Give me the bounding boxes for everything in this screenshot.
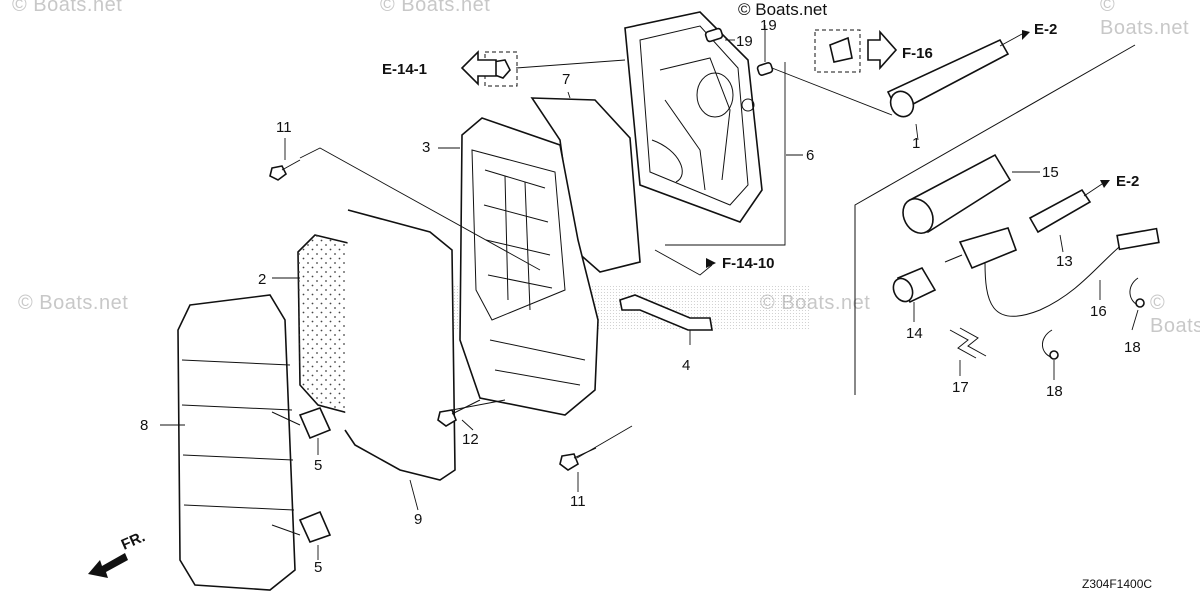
front-direction-arrow bbox=[88, 553, 128, 578]
part-grommet-19-a bbox=[704, 27, 724, 43]
part-clip-upper bbox=[298, 407, 332, 440]
callout-8: 8 bbox=[140, 417, 148, 434]
callout-11-lower: 11 bbox=[570, 493, 586, 510]
callout-6: 6 bbox=[806, 147, 814, 164]
part-tube-14 bbox=[892, 266, 937, 304]
arrow-e14-1 bbox=[460, 50, 497, 86]
ref-f16: F-16 bbox=[902, 45, 933, 62]
part-sensor-16 bbox=[944, 227, 1160, 317]
callout-17: 17 bbox=[952, 379, 969, 396]
callout-11-upper: 11 bbox=[276, 119, 292, 136]
part-seal-9 bbox=[344, 209, 456, 481]
callout-16: 16 bbox=[1090, 303, 1107, 320]
callout-1: 1 bbox=[912, 135, 920, 152]
part-outer-cover bbox=[177, 294, 301, 591]
part-tube-1 bbox=[886, 38, 1010, 118]
watermark-top-center: © Boats.net bbox=[380, 0, 491, 16]
watermark-far-right: © Boats.net bbox=[1150, 292, 1200, 337]
callout-19-upper: 19 bbox=[760, 17, 777, 34]
part-bolt-11-upper bbox=[269, 159, 301, 181]
part-bolt-11-lower bbox=[559, 447, 597, 471]
brand-label: © Boats.net bbox=[738, 0, 827, 19]
part-clamp-17 bbox=[949, 327, 987, 359]
callout-7: 7 bbox=[562, 71, 570, 88]
part-air-cleaner-cover bbox=[624, 11, 763, 223]
callout-5-upper: 5 bbox=[314, 457, 322, 474]
front-label: FR. bbox=[119, 528, 148, 553]
part-clip-lower bbox=[298, 510, 332, 543]
watermark-mid-left: © Boats.net bbox=[18, 292, 129, 314]
ref-e2-top: E-2 bbox=[1034, 21, 1057, 38]
callout-5-lower: 5 bbox=[314, 559, 322, 576]
ref-f14-10: F-14-10 bbox=[722, 255, 775, 272]
diagram-code: Z304F1400C bbox=[1082, 577, 1152, 591]
callout-4: 4 bbox=[682, 357, 690, 374]
part-breather-dashed-box bbox=[814, 29, 861, 73]
arrow-f16 bbox=[867, 29, 898, 71]
watermark-top-left: © Boats.net bbox=[12, 0, 123, 16]
ref-e2-mid: E-2 bbox=[1116, 173, 1139, 190]
arrow-e2-top bbox=[999, 30, 1030, 47]
part-hook-18-upper bbox=[1129, 277, 1145, 308]
callout-19-lower: 19 bbox=[736, 33, 753, 50]
part-grommet-19-b bbox=[756, 62, 774, 76]
part-hose-15 bbox=[902, 153, 1012, 234]
callout-3: 3 bbox=[422, 139, 430, 156]
callout-2: 2 bbox=[258, 271, 266, 288]
group-bracket-6 bbox=[665, 62, 786, 246]
accessory-panel-border bbox=[854, 44, 1136, 395]
watermark-top-right: © Boats.net bbox=[1100, 0, 1190, 39]
callout-9: 9 bbox=[414, 511, 422, 528]
part-hose-13 bbox=[1028, 188, 1092, 234]
callout-18-lower: 18 bbox=[1046, 383, 1063, 400]
part-hook-18-lower bbox=[1042, 329, 1059, 360]
callout-13: 13 bbox=[1056, 253, 1073, 270]
callout-15: 15 bbox=[1042, 164, 1059, 181]
callout-18-upper: 18 bbox=[1124, 339, 1141, 356]
arrow-f14-10 bbox=[706, 258, 716, 268]
ref-e14-1: E-14-1 bbox=[382, 61, 427, 78]
callout-14: 14 bbox=[906, 325, 923, 342]
part-air-cleaner-case bbox=[459, 117, 599, 416]
part-bracket-4 bbox=[619, 294, 713, 331]
arrow-e2-mid bbox=[1083, 180, 1110, 197]
callout-12: 12 bbox=[462, 431, 479, 448]
leader-lines bbox=[160, 25, 1139, 560]
